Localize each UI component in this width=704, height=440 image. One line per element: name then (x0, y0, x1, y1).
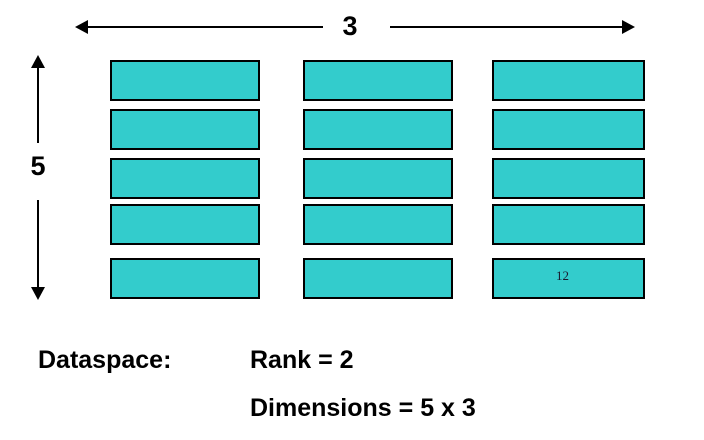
grid-cell (303, 109, 453, 150)
caption-dimensions: Dimensions = 5 x 3 (250, 394, 476, 422)
arrow-right-head-icon (622, 20, 635, 34)
grid-cell (492, 204, 645, 245)
horizontal-arrow-line-right (390, 26, 623, 28)
horizontal-arrow-line-left (87, 26, 323, 28)
grid-cell (110, 258, 260, 299)
grid-cell (303, 60, 453, 101)
grid-cell (303, 204, 453, 245)
arrow-down-head-icon (31, 287, 45, 300)
grid-cell (110, 60, 260, 101)
cell-value-label: 12 (556, 268, 569, 283)
grid-cell (110, 158, 260, 199)
vertical-dimension-label: 5 (30, 151, 46, 181)
grid-cell (303, 158, 453, 199)
grid-cell (492, 109, 645, 150)
grid-cell (110, 109, 260, 150)
grid-cell (110, 204, 260, 245)
grid-cell (303, 258, 453, 299)
caption-rank: Rank = 2 (250, 346, 354, 374)
caption-term: Dataspace: (38, 346, 172, 374)
grid-cell (492, 60, 645, 101)
grid-cell (492, 158, 645, 199)
arrow-up-head-icon (31, 55, 45, 68)
arrow-left-head-icon (75, 20, 88, 34)
vertical-arrow-line-bottom (37, 200, 39, 287)
horizontal-dimension-label: 3 (342, 11, 358, 41)
grid-cell-annotated (492, 258, 645, 299)
vertical-arrow-line-top (37, 67, 39, 143)
